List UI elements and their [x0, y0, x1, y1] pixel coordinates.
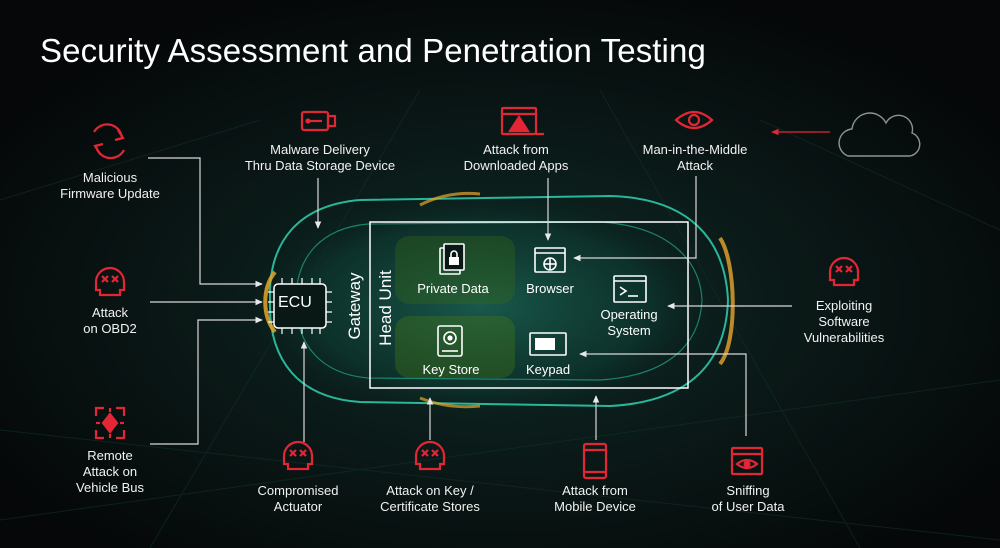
- refresh-icon: [93, 123, 125, 160]
- private-data-icon: [439, 243, 465, 275]
- label-man-in-the-middle: Man-in-the-Middle Attack: [642, 142, 748, 173]
- warning-window-icon: [500, 106, 544, 136]
- skull-icon-obd2: [94, 266, 126, 297]
- terminal-icon: [613, 275, 647, 303]
- skull-icon-software: [828, 256, 860, 287]
- gateway-label: Gateway: [345, 272, 364, 340]
- head-unit-frame: [369, 221, 689, 389]
- label-malicious-firmware: Malicious Firmware Update: [60, 170, 160, 201]
- disk-icon: [437, 325, 463, 357]
- label-attack-obd2: Attack on OBD2: [83, 305, 137, 336]
- browser-label: Browser: [526, 281, 574, 296]
- label-downloaded-apps: Attack from Downloaded Apps: [463, 142, 569, 173]
- private-data-label: Private Data: [417, 281, 489, 296]
- page-title: Security Assessment and Penetration Test…: [40, 32, 706, 69]
- target-icon: [94, 406, 126, 440]
- label-remote-vehicle-bus: Remote Attack on Vehicle Bus: [76, 448, 144, 495]
- label-mobile-device: Attack from Mobile Device: [554, 483, 636, 514]
- label-software-vulnerabilities: Exploiting Software Vulnerabilities: [803, 298, 885, 345]
- cloud-icon: [838, 112, 921, 157]
- label-key-certificate-stores: Attack on Key / Certificate Stores: [380, 483, 480, 514]
- label-sniffing-user-data: Sniffing of User Data: [711, 483, 785, 514]
- browser-icon: [534, 247, 566, 273]
- ecu-chip: [268, 278, 332, 334]
- usb-drive-icon: [300, 110, 337, 132]
- head-unit-label: Head Unit: [376, 270, 395, 346]
- label-malware-delivery: Malware Delivery Thru Data Storage Devic…: [244, 142, 396, 173]
- skull-icon-keystore: [414, 440, 446, 471]
- mobile-icon: [582, 442, 608, 480]
- skull-icon-actuator: [282, 440, 314, 471]
- label-compromised-actuator: Compromised Actuator: [257, 483, 339, 514]
- connector-lines: [148, 157, 792, 445]
- ecu-label: ECU: [278, 294, 312, 311]
- keypad-icon: [529, 332, 567, 356]
- car-silhouette: [235, 188, 735, 424]
- keypad-label: Keypad: [525, 362, 571, 377]
- key-store-label: Key Store: [422, 362, 480, 377]
- operating-system-label: Operating System: [600, 307, 658, 338]
- eye-window-icon: [730, 446, 764, 476]
- eye-icon: [674, 110, 714, 130]
